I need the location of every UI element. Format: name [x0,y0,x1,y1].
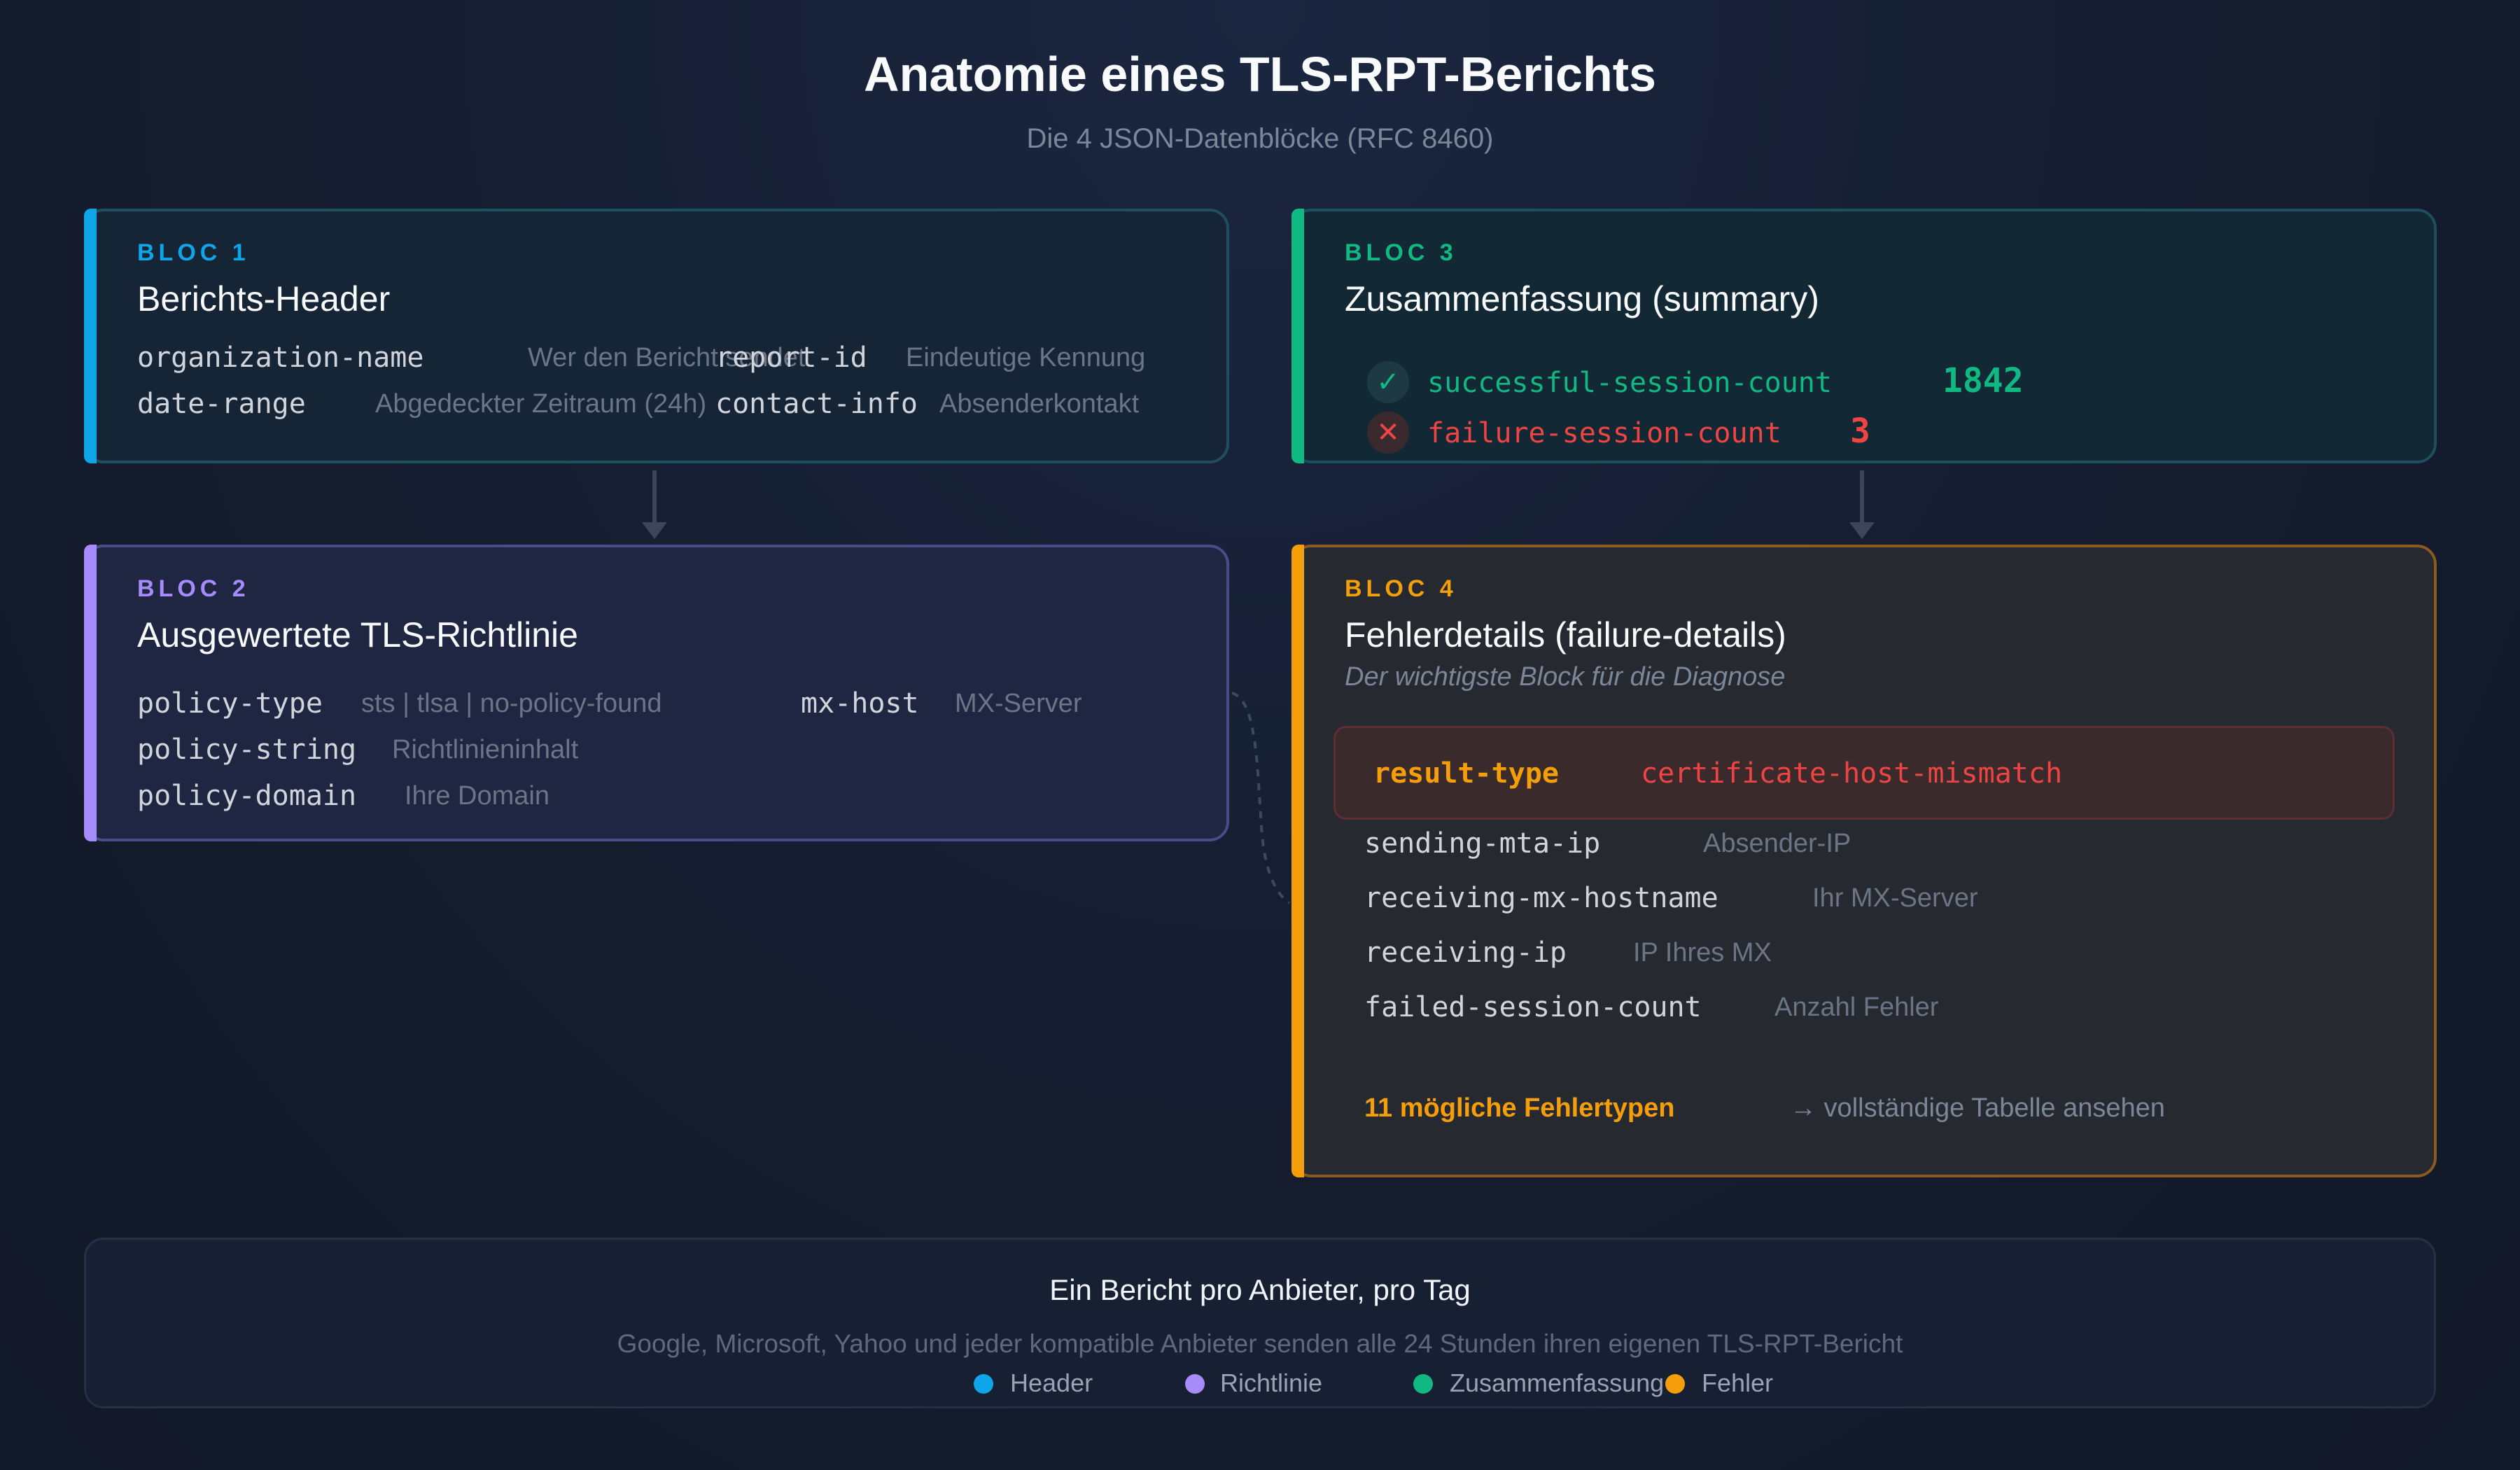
bloc2-label: BLOC 2 [137,575,250,602]
bloc2-card: BLOC 2 Ausgewertete TLS-Richtlinie polic… [84,545,1229,841]
legend-label-header: Header [1010,1368,1093,1397]
field-key: failed-session-count [1364,991,1702,1023]
bloc1-title: Berichts-Header [137,279,391,318]
check-icon: ✓ [1367,361,1409,403]
field-desc: sts | tlsa | no-policy-found [361,689,662,718]
arrow-bloc3-to-bloc4 [1860,470,1864,525]
bloc2-title: Ausgewertete TLS-Richtlinie [137,615,578,654]
bloc4-title: Fehlerdetails (failure-details) [1345,615,1786,654]
field-key: policy-type [137,687,323,720]
success-count-key: successful-session-count [1427,367,1832,399]
footer-title: Ein Bericht pro Anbieter, pro Tag [1049,1273,1471,1306]
error-types-count: 11 mögliche Fehlertypen [1364,1093,1675,1123]
cross-icon: ✕ [1367,412,1409,454]
failure-count-key: failure-session-count [1427,417,1782,449]
field-key: date-range [137,388,306,420]
page-subtitle: Die 4 JSON-Datenblöcke (RFC 8460) [1026,123,1494,154]
field-key: policy-string [137,734,357,766]
field-desc: IP Ihres MX [1633,938,1772,967]
arrow-bloc1-to-bloc2 [652,470,657,525]
field-desc: Ihre Domain [405,781,550,811]
legend-dot-summary [1413,1374,1433,1394]
bloc1-card: BLOC 1 Berichts-Header organization-name… [84,209,1229,463]
arrow-head-icon [642,522,667,539]
footer-panel: Ein Bericht pro Anbieter, pro Tag Google… [84,1238,2436,1408]
bloc4-accent-bar [1292,545,1304,1177]
failure-count-value: 3 [1850,412,1870,451]
success-count-value: 1842 [1942,361,2024,400]
legend-dot-header [974,1374,993,1394]
legend-label-summary: Zusammenfassung [1450,1368,1665,1397]
bloc4-label: BLOC 4 [1345,575,1457,602]
field-key: receiving-ip [1364,937,1567,969]
legend-label-policy: Richtlinie [1220,1368,1323,1397]
field-key: organization-name [137,342,424,374]
bloc1-accent-bar [84,209,97,463]
field-key: receiving-mx-hostname [1364,882,1718,914]
field-desc: Eindeutige Kennung [906,343,1146,372]
legend-label-failure: Fehler [1702,1368,1774,1397]
field-desc: Absenderkontakt [939,389,1140,419]
arrow-head-icon [1849,522,1875,539]
field-key: policy-domain [137,780,357,812]
legend-dot-failure [1665,1374,1685,1394]
field-key: sending-mta-ip [1364,827,1601,860]
result-type-key: result-type [1373,757,1559,790]
bloc4-card: BLOC 4 Fehlerdetails (failure-details) D… [1292,545,2437,1177]
field-key: report-id [715,342,867,374]
field-desc: Abgedeckter Zeitraum (24h) [375,389,707,419]
dashed-connector [1231,692,1291,904]
field-desc: MX-Server [955,689,1082,718]
legend-dot-policy [1185,1374,1205,1394]
field-desc: Wer den Bericht sendet [528,343,806,372]
bloc3-label: BLOC 3 [1345,239,1457,266]
bloc1-label: BLOC 1 [137,239,250,266]
bloc4-note: Der wichtigste Block für die Diagnose [1345,662,1786,692]
field-key: contact-info [715,388,918,420]
footer-text: Google, Microsoft, Yahoo und jeder kompa… [617,1329,1903,1358]
bloc3-accent-bar [1292,209,1304,463]
result-type-value: certificate-host-mismatch [1641,757,2063,790]
field-desc: Richtlinieninhalt [392,735,579,764]
bloc2-accent-bar [84,545,97,841]
result-type-box: result-type certificate-host-mismatch [1334,726,2395,820]
error-types-link[interactable]: → vollständige Tabelle ansehen [1790,1093,2165,1123]
field-key: mx-host [801,687,919,720]
bloc3-card: BLOC 3 Zusammenfassung (summary) ✓ succe… [1292,209,2437,463]
field-desc: Anzahl Fehler [1774,993,1939,1022]
field-desc: Ihr MX-Server [1812,883,1978,913]
field-desc: Absender-IP [1703,829,1851,858]
page-title: Anatomie eines TLS-RPT-Berichts [864,47,1656,102]
bloc3-title: Zusammenfassung (summary) [1345,279,1819,318]
